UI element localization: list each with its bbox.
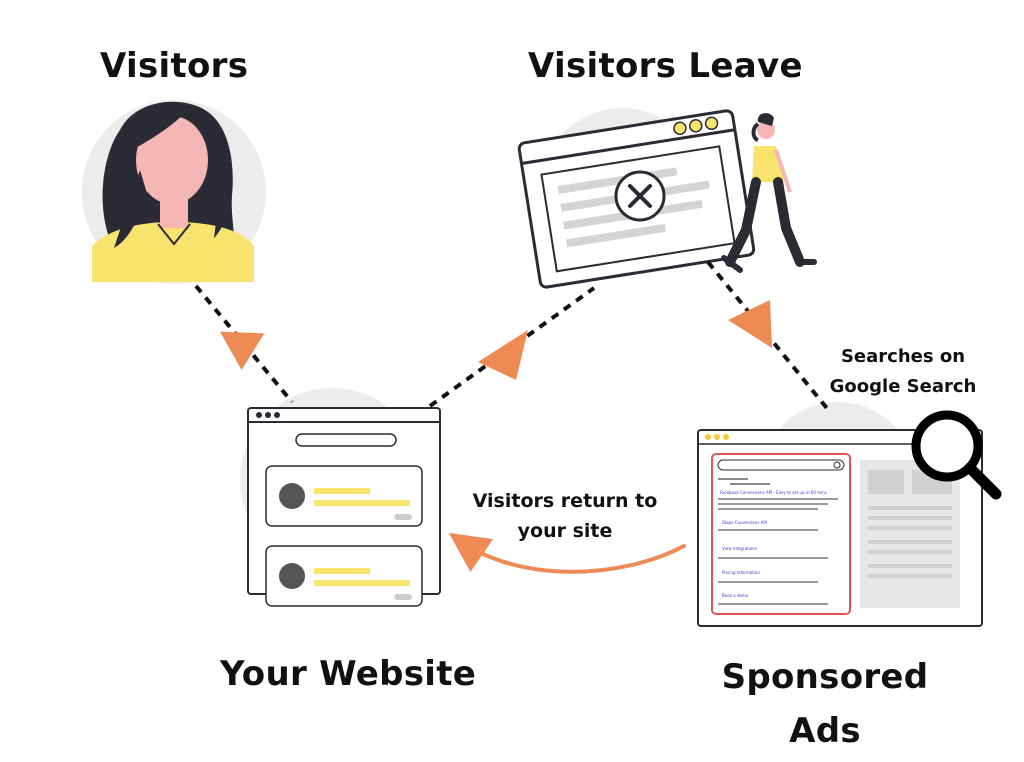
walking-person-icon xyxy=(721,113,817,273)
search-note-line1: Searches on xyxy=(840,346,966,367)
serp-result-3[interactable]: View Integrations xyxy=(722,546,757,551)
search-note-line2: Google Search xyxy=(829,376,977,397)
connector-visitors-to-website xyxy=(194,284,294,404)
visitors-title: Visitors xyxy=(100,46,249,86)
leave-illustration xyxy=(517,108,756,289)
visitors-leave-title: Visitors Leave xyxy=(528,46,803,86)
connector-website-to-leave xyxy=(428,286,596,408)
woman-avatar-icon xyxy=(82,100,266,284)
serp-result-5[interactable]: Book a demo xyxy=(722,593,749,598)
sponsored-ads-line2: Ads xyxy=(789,711,861,751)
serp-result-1[interactable]: Facebook Conversions API - Easy to set u… xyxy=(720,490,827,495)
return-note-line1: Visitors return to xyxy=(472,490,658,512)
browser-window-icon xyxy=(247,407,441,607)
connector-leave-to-ads xyxy=(706,260,832,414)
serp-result-2[interactable]: Stape Conversions API xyxy=(722,520,767,525)
return-arrow xyxy=(448,532,686,574)
close-x-icon xyxy=(614,170,666,222)
sponsored-ads-title: Sponsored Ads xyxy=(720,650,930,758)
sponsored-ads-line1: Sponsored xyxy=(721,657,929,697)
sponsored-ads-illustration xyxy=(697,402,983,627)
search-note: Searches on Google Search xyxy=(818,342,988,402)
magnifier-icon xyxy=(911,410,1002,500)
return-note-line2: your site xyxy=(517,520,613,542)
website-illustration xyxy=(240,388,441,607)
your-website-title: Your Website xyxy=(220,654,477,694)
serp-result-4[interactable]: Pricing Information xyxy=(722,570,760,575)
serp-results: Facebook Conversions API - Easy to set u… xyxy=(720,490,827,598)
return-note: Visitors return to your site xyxy=(470,486,660,546)
